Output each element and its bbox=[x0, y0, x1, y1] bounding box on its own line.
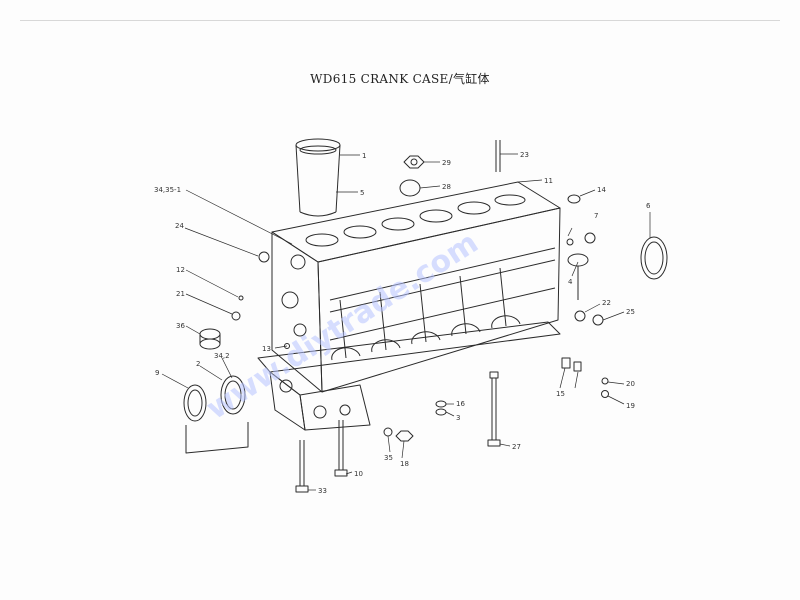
callout-14: 14 bbox=[597, 186, 606, 194]
callout-19: 19 bbox=[626, 402, 635, 410]
callout-24: 24 bbox=[175, 222, 184, 230]
bushing bbox=[199, 328, 221, 350]
callout-28: 28 bbox=[442, 183, 451, 191]
callout-16: 16 bbox=[456, 400, 465, 408]
callout-22: 22 bbox=[602, 299, 611, 307]
long-bolt bbox=[487, 371, 501, 447]
callout-34-35-1: 34,35-1 bbox=[154, 186, 181, 194]
callout-7: 7 bbox=[594, 212, 598, 220]
callout-3: 3 bbox=[456, 414, 460, 422]
callout-13: 13 bbox=[262, 345, 271, 353]
rear-seal-ring bbox=[640, 236, 668, 280]
callout-12: 12 bbox=[176, 266, 185, 274]
callout-11: 11 bbox=[544, 177, 553, 185]
callout-4: 4 bbox=[568, 278, 573, 286]
callout-21: 21 bbox=[176, 290, 185, 298]
callout-15: 15 bbox=[556, 390, 565, 398]
top-rule bbox=[20, 20, 780, 21]
small-plugs bbox=[231, 251, 290, 349]
crank-case-block bbox=[257, 181, 561, 431]
callout-20: 20 bbox=[626, 380, 635, 388]
bottom-fittings bbox=[435, 357, 609, 416]
callout-36: 36 bbox=[176, 322, 185, 330]
callout-29: 29 bbox=[442, 159, 451, 167]
front-seal-rings bbox=[183, 375, 249, 454]
front-face-holes bbox=[279, 254, 351, 419]
callout-2: 2 bbox=[196, 360, 200, 368]
callout-5: 5 bbox=[360, 189, 364, 197]
callout-18: 18 bbox=[400, 460, 409, 468]
page-title: WD615 CRANK CASE/气缸体 bbox=[310, 72, 490, 86]
main-bearing-webs bbox=[331, 267, 521, 361]
callout-25: 25 bbox=[626, 308, 635, 316]
callout-27: 27 bbox=[512, 443, 521, 451]
callout-6: 6 bbox=[646, 202, 651, 210]
callout-23: 23 bbox=[520, 151, 529, 159]
callout-1: 1 bbox=[362, 152, 366, 160]
callout-35: 35 bbox=[384, 454, 393, 462]
cylinder-bores bbox=[305, 194, 526, 247]
dowel-pin bbox=[495, 140, 501, 172]
callout-33: 33 bbox=[318, 487, 327, 495]
callout-34-2: 34,2 bbox=[214, 352, 230, 360]
watermark-text: www.diytrade.com bbox=[200, 225, 484, 427]
bottom-bolts bbox=[295, 420, 348, 493]
callout-labels: 1 5 29 28 23 11 34,35-1 14 24 6 7 4 12 2… bbox=[154, 151, 651, 495]
callout-10: 10 bbox=[354, 470, 363, 478]
callout-9: 9 bbox=[155, 369, 159, 377]
leader-lines bbox=[161, 153, 651, 491]
cylinder-liner bbox=[295, 138, 341, 217]
hex-fittings bbox=[399, 155, 425, 197]
